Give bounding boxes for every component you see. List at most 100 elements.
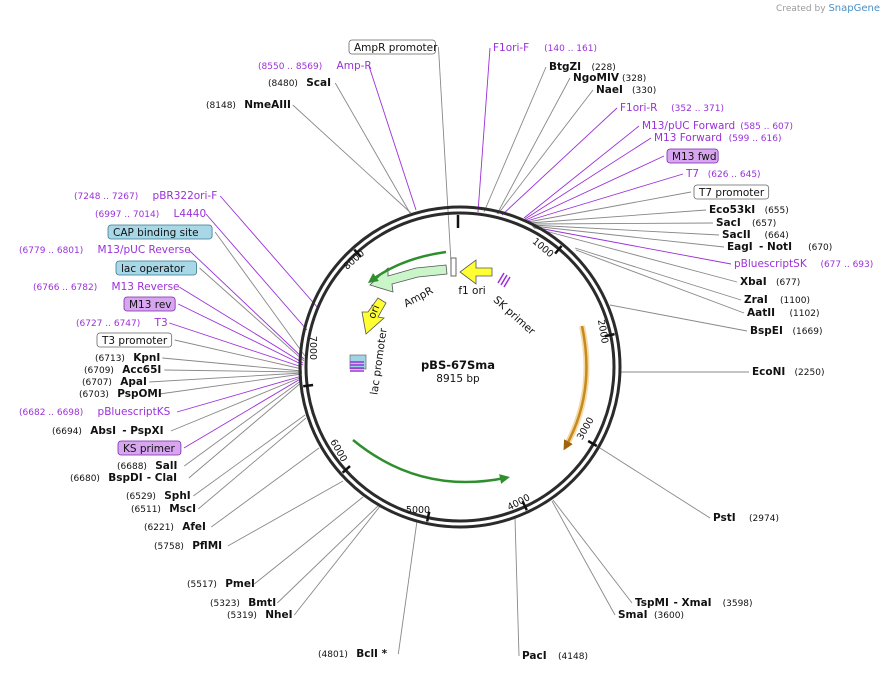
leader-line	[533, 227, 738, 283]
enzyme-position: (5517)	[187, 580, 217, 590]
ampr-label: AmpR	[402, 285, 435, 310]
label-aatii: (1102)AatII	[747, 307, 819, 319]
label-pmei: (5517)PmeI	[187, 578, 255, 590]
label-nhei: (5319)NheI	[227, 609, 293, 621]
enzyme-position: (1669)	[793, 327, 823, 337]
leader-line	[575, 249, 745, 314]
label-bspei: (1669) BspEI	[750, 325, 822, 337]
feature-name: M13 Reverse	[112, 281, 180, 293]
label-bcli: (4801)BclI *	[318, 648, 388, 660]
label-xbai: (677)XbaI	[740, 276, 800, 288]
label-box	[96, 332, 173, 348]
enzyme-name: BspEI	[750, 325, 783, 337]
feature-name: M13/pUC Forward	[642, 120, 735, 132]
leader-line	[525, 155, 665, 221]
label-sacii: (664)SacII	[722, 229, 789, 241]
label-box-text: lac operator	[121, 263, 185, 275]
enzyme-position: (4148)	[558, 652, 588, 662]
feature-name: F1ori-F	[493, 42, 529, 54]
leader-line	[551, 500, 616, 616]
label-msci: (6511) MscI	[131, 503, 196, 515]
snapgene-credit: Created by SnapGene	[776, 3, 880, 14]
leader-line	[532, 226, 732, 265]
enzyme-name: SacII	[722, 229, 751, 241]
enzyme-position: (8148)	[206, 101, 236, 111]
leader-line	[497, 89, 594, 215]
label-box-text: T3 promoter	[101, 335, 168, 347]
leader-line	[197, 417, 307, 510]
enzyme-name-secondary: - NotI	[759, 241, 792, 253]
lower-green-arc	[352, 439, 510, 484]
enzyme-name: AatII	[747, 307, 775, 319]
leader-line	[184, 379, 303, 467]
enzyme-position: (6529)	[126, 492, 156, 502]
label-cap-site: CAP binding site	[107, 224, 213, 240]
tick-mark	[425, 511, 431, 522]
enzyme-name: XbaI	[740, 276, 767, 288]
enzyme-name: AbsI	[90, 425, 116, 437]
label-tspmi-xmai: (3598)TspMI- XmaI	[635, 597, 753, 609]
enzyme-name: PspOMI	[117, 388, 162, 400]
label-box	[117, 440, 182, 456]
leader-line	[368, 65, 417, 211]
leader-line	[528, 209, 707, 224]
enzyme-position: (6511)	[131, 505, 161, 515]
leader-line	[477, 47, 491, 213]
feature-range: (352 .. 371)	[671, 104, 724, 114]
leader-line	[149, 372, 303, 383]
enzyme-name-secondary: - ClaI	[147, 472, 177, 484]
label-psti: (2974)PstI	[713, 512, 779, 524]
plasmid-name: pBS-67Sma	[421, 358, 495, 372]
enzyme-name: BtgZI	[549, 61, 581, 73]
leader-line	[164, 369, 303, 373]
enzyme-position: (6707)	[82, 378, 112, 388]
leader-line	[214, 231, 306, 357]
label-pspomi: (6703)PspOMI	[79, 388, 162, 400]
enzyme-position: (5758)	[154, 542, 184, 552]
enzyme-position: (328)	[622, 74, 646, 84]
leader-line	[526, 173, 684, 222]
label-eco53ki: (655)Eco53kI	[709, 204, 789, 216]
feature-range: (140 .. 161)	[544, 44, 597, 54]
label-sphi: (6529)SphI	[126, 490, 191, 502]
tick-label: 7000	[307, 336, 318, 360]
label-kpni: (6713)KpnI	[95, 352, 160, 364]
enzyme-position: (6688)	[117, 462, 147, 472]
leader-line	[292, 104, 413, 215]
enzyme-position: (3600)	[654, 611, 684, 621]
leader-line	[531, 225, 725, 248]
label-box-text: T7 promoter	[698, 187, 765, 199]
label-absi-pspxi: (6694)AbsI- PspXI	[52, 425, 164, 437]
label-apai: (6707)ApaI	[82, 376, 147, 388]
label-box-text: M13 rev	[129, 299, 172, 311]
sk-primer-marks	[497, 272, 511, 288]
label-m13-rev: M13 rev	[123, 296, 176, 312]
label-box	[115, 260, 197, 276]
label-paci: (4148)PacI	[522, 650, 588, 662]
label-btgzi: (228)BtgZI	[549, 61, 616, 73]
tick-mark	[521, 500, 528, 511]
enzyme-name: NheI	[265, 609, 292, 621]
label-saci: (657)SacI	[716, 217, 776, 229]
enzyme-name: MscI	[169, 503, 196, 515]
leader-line	[205, 213, 308, 331]
enzyme-name-secondary: - XmaI	[674, 597, 712, 609]
leader-line	[193, 414, 306, 497]
label-naei: (330)NaeI	[596, 84, 656, 96]
leader-line	[524, 137, 652, 220]
ori-label: ori	[366, 303, 382, 320]
label-pbluescriptks: (6682 .. 6698)pBluescriptKS	[19, 406, 171, 418]
tick-mark	[554, 245, 563, 255]
leader-line	[523, 125, 640, 219]
enzyme-name: EagI	[727, 241, 753, 253]
tick-mark	[341, 465, 351, 474]
label-box	[693, 184, 770, 200]
leader-line	[253, 496, 364, 585]
label-eagi-noti: (670)EagI- NotI	[727, 241, 832, 253]
leader-line	[293, 504, 382, 616]
feature-range: (599 .. 616)	[729, 134, 782, 144]
label-ampr-promoter: AmpR promoter	[348, 39, 438, 55]
feature-range: (6682 .. 6698)	[19, 408, 83, 418]
label-ngomiv: (328)NgoMIV	[573, 72, 646, 84]
